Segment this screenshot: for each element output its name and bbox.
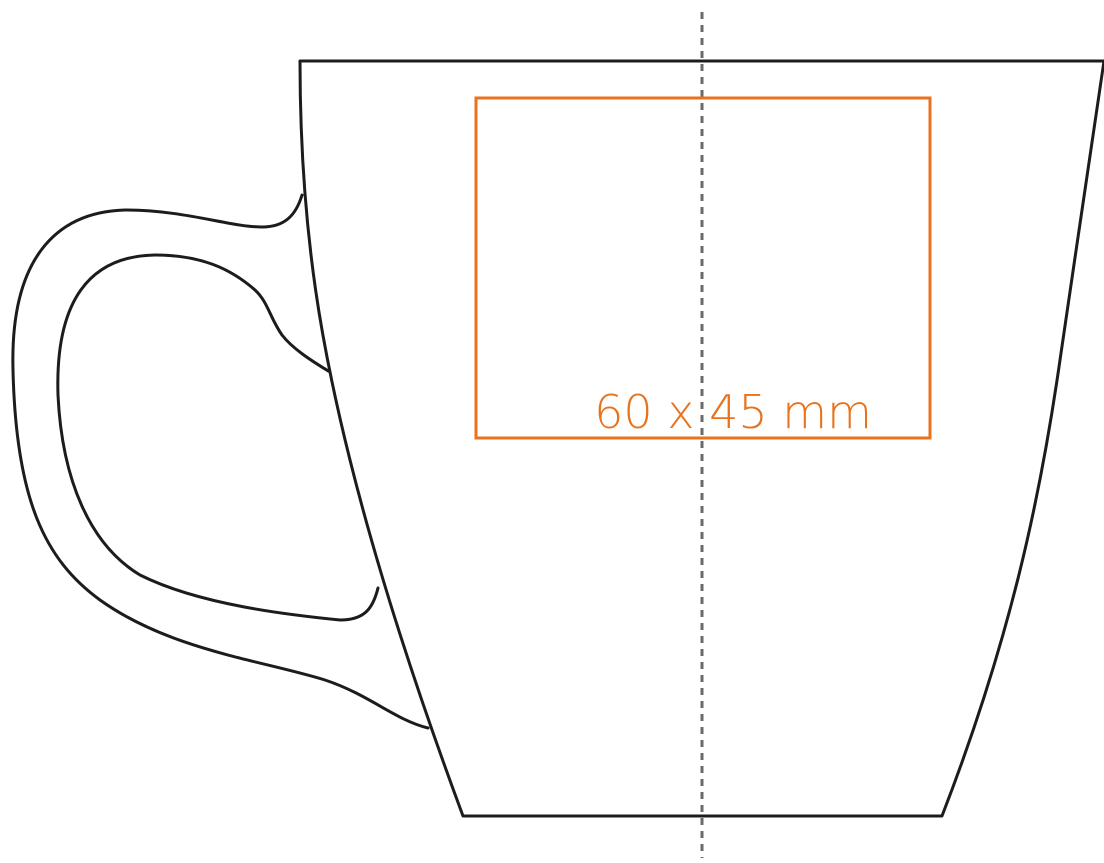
handle-inner-outline (56, 253, 380, 622)
print-area-rectangle (474, 96, 932, 440)
print-area-dimension-label: 60 x 45 mm (594, 385, 872, 439)
handle-outer-outline (11, 193, 430, 730)
mug-body-outline (298, 59, 1104, 818)
